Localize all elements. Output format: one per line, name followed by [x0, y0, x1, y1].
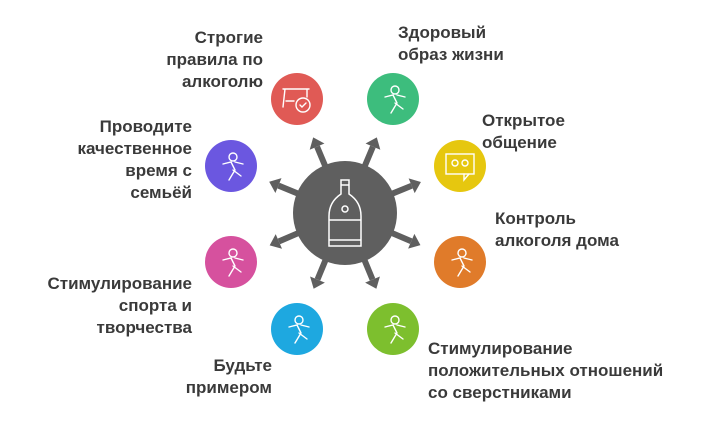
- label-line: положительных отношений: [428, 361, 664, 380]
- label-line: Строгие: [194, 28, 263, 47]
- label-healthy-lifestyle: Здоровый образ жизни: [398, 22, 504, 66]
- label-line: Стимулирование: [47, 274, 192, 293]
- label-positive-peer-relations: Стимулирование положительных отношений с…: [428, 338, 663, 404]
- label-line: спорта и: [118, 296, 192, 315]
- beer-zero-percent-icon: [451, 248, 473, 277]
- champagne-bottle-icon: [328, 179, 362, 247]
- dancing-person-music-icon: [384, 85, 406, 114]
- node-sport-creativity: [205, 236, 257, 288]
- chat-people-icon: [445, 153, 475, 182]
- node-family-time: [205, 140, 257, 192]
- person-trash-icon: [288, 315, 310, 344]
- node-open-communication: [434, 140, 486, 192]
- arrow-strict-rules: [309, 137, 329, 169]
- node-home-alcohol-control: [434, 236, 486, 288]
- label-home-alcohol-control: Контроль алкоголя дома: [495, 208, 619, 252]
- arrow-open-communication: [390, 178, 421, 197]
- label-line: семьёй: [130, 183, 192, 202]
- arrow-sport-creativity: [269, 229, 301, 249]
- jump-rope-icon: [384, 315, 406, 344]
- label-line: алкоголю: [181, 72, 263, 91]
- center-node: [293, 161, 397, 265]
- node-healthy-lifestyle: [367, 73, 419, 125]
- table-check-icon: [282, 88, 311, 113]
- node-be-example: [271, 303, 323, 355]
- label-line: образ жизни: [398, 45, 504, 64]
- label-line: алкоголя дома: [495, 231, 619, 250]
- label-line: творчества: [96, 318, 192, 337]
- label-strict-rules: Строгие правила по алкоголю: [166, 27, 263, 93]
- arrow-family-time: [269, 178, 300, 197]
- person-playing-icon: [222, 152, 244, 181]
- label-line: Проводите: [99, 117, 192, 136]
- label-family-time: Проводите качественное время с семьёй: [78, 116, 192, 204]
- arrow-healthy-lifestyle: [361, 137, 381, 169]
- label-be-example: Будьте примером: [186, 355, 272, 399]
- label-sport-creativity: Стимулирование спорта и творчества: [47, 273, 192, 339]
- label-line: качественное: [77, 139, 192, 158]
- label-line: со сверстниками: [428, 383, 572, 402]
- node-positive-peer-relations: [367, 303, 419, 355]
- arrow-home-alcohol-control: [389, 229, 421, 249]
- label-line: общение: [482, 133, 557, 152]
- label-line: Открытое: [482, 111, 565, 130]
- label-line: примером: [185, 378, 272, 397]
- label-line: Здоровый: [398, 23, 487, 42]
- label-line: Будьте: [213, 356, 272, 375]
- person-running-ball-icon: [222, 248, 244, 277]
- label-line: Контроль: [495, 209, 576, 228]
- node-strict-rules: [271, 73, 323, 125]
- label-line: время с: [125, 161, 192, 180]
- arrow-positive-peer-relations: [361, 258, 380, 289]
- arrow-be-example: [310, 258, 329, 289]
- label-open-communication: Открытое общение: [482, 110, 565, 154]
- label-line: Стимулирование: [428, 339, 573, 358]
- label-line: правила по: [166, 50, 263, 69]
